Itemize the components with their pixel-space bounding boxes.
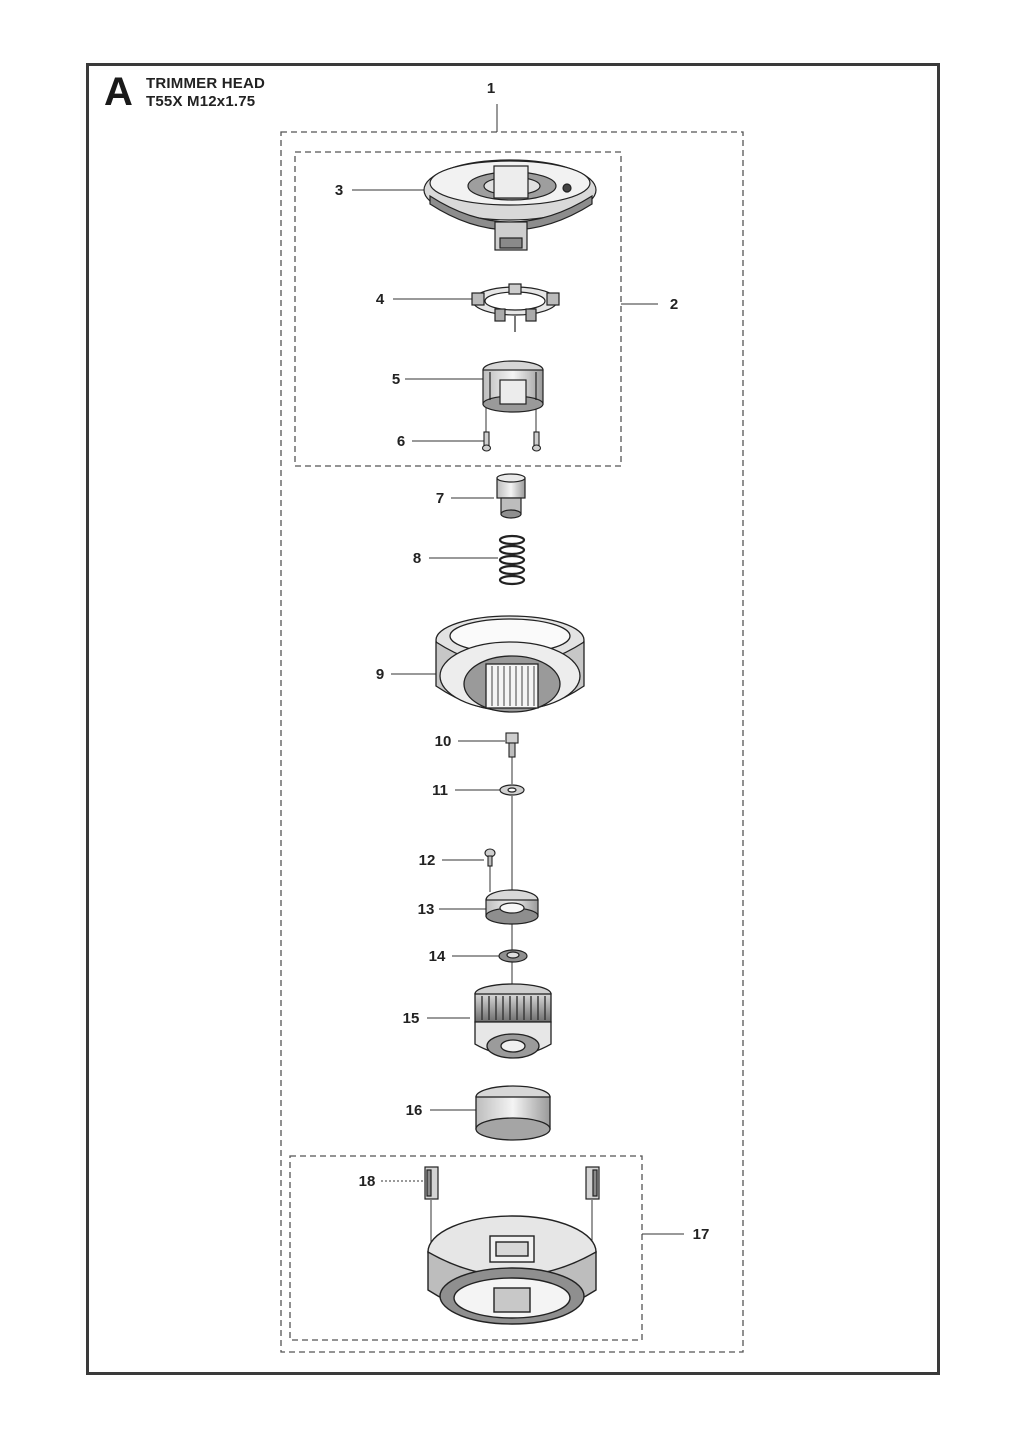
callout-7: 7 [436,490,444,507]
part-17-housing [427,1215,597,1325]
part-12-screw [484,848,496,867]
part-18-eyelets [424,1166,600,1200]
callout-11: 11 [432,782,448,799]
callout-15: 15 [403,1010,420,1027]
part-5-hub [482,360,544,413]
part-6-screws [481,431,542,452]
part-9-spool [435,615,585,713]
callout-numbers: 1 2 3 4 5 6 7 8 9 10 11 12 13 14 15 16 1… [335,80,710,1243]
callout-17: 17 [693,1226,710,1243]
section-title: TRIMMER HEAD T55X M12x1.75 [146,75,265,111]
part-4-ratchet-ring [471,283,560,332]
part-8-spring [498,534,526,586]
callout-13: 13 [418,901,435,918]
title-line-2: T55X M12x1.75 [146,93,256,110]
callout-9: 9 [376,666,384,683]
section-letter: A [104,70,133,114]
part-14-nut [498,949,528,963]
callout-16: 16 [406,1102,423,1119]
callout-10: 10 [435,733,452,750]
part-16-cap [475,1085,551,1141]
assembly-box-17 [289,1155,643,1341]
part-13-holder [485,889,539,925]
callout-4: 4 [376,291,385,308]
assembly-box-2 [294,151,622,467]
callout-3: 3 [335,182,343,199]
callout-5: 5 [392,371,400,388]
callout-8: 8 [413,550,421,567]
part-11-washer [499,784,525,796]
assembly-box-1 [280,131,744,1353]
part-15-knob [474,983,552,1059]
callout-12: 12 [419,852,436,869]
title-line-1: TRIMMER HEAD [146,75,266,92]
part-3-top-cover [423,159,597,251]
part-10-screw [505,732,519,758]
callout-14: 14 [429,948,446,965]
callout-18: 18 [359,1173,376,1190]
sheet-frame [86,63,940,1375]
callout-1: 1 [487,80,495,97]
part-7-bolt [496,473,526,519]
callout-2: 2 [670,296,678,313]
callout-6: 6 [397,433,405,450]
